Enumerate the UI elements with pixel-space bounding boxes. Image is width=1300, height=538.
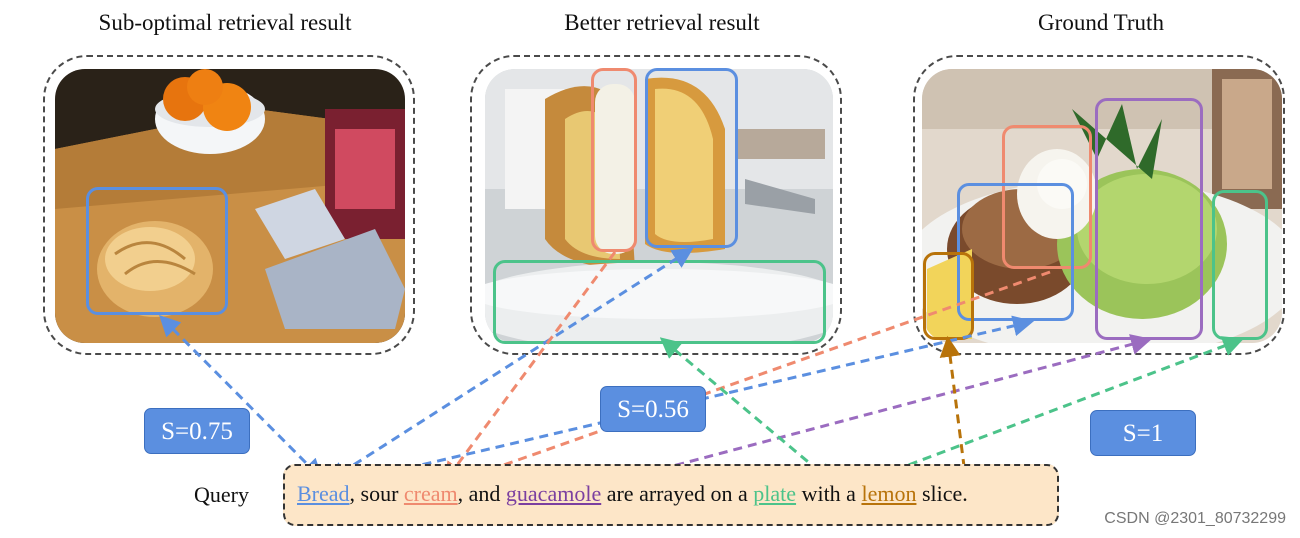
query-text: Bread, sour cream, and guacamole are arr… [297,481,968,507]
query-label: Query [194,482,249,507]
watermark: CSDN @2301_80732299 [1104,510,1286,527]
arrow-cream-ground-truth [446,270,1051,489]
arrow-cream-better [443,251,617,484]
query-keyword-plate: plate [753,481,797,506]
score-badge-ground-truth: S=1 [1090,410,1196,456]
query-text-segment: slice. [916,481,968,506]
query-box [283,464,1059,526]
arrow-plate-ground-truth [854,336,1244,488]
bread-box-better [645,68,738,248]
arrow-lemon-ground-truth [939,335,975,487]
panel-title-suboptimal: Sub-optimal retrieval result [98,10,352,35]
arrow-bread-better [326,247,694,483]
arrow-plate-better [659,337,836,485]
query-text-segment: , and [457,481,506,506]
query-keyword-bread: Bread [297,481,350,506]
panel-title-ground-truth: Ground Truth [1038,10,1164,35]
query-keyword-guacamole: guacamole [505,481,602,506]
score-badge-better: S=0.56 [600,386,706,432]
query-text-segment: with a [796,481,862,506]
query-keyword-cream: cream [403,481,458,506]
bread-box-suboptimal [86,187,228,315]
arrow-bread-suboptimal [159,315,323,480]
score-badge-suboptimal: S=0.75 [144,408,250,454]
query-text-segment: are arrayed on a [601,481,754,506]
image-suboptimal [55,69,405,343]
arrow-bread-ground-truth [335,315,1035,491]
query-text-segment: , sour [349,481,404,506]
cream-box-ground-truth [1002,125,1092,269]
query-keyword-lemon: lemon [861,481,917,506]
panel-title-better: Better retrieval result [564,10,760,35]
